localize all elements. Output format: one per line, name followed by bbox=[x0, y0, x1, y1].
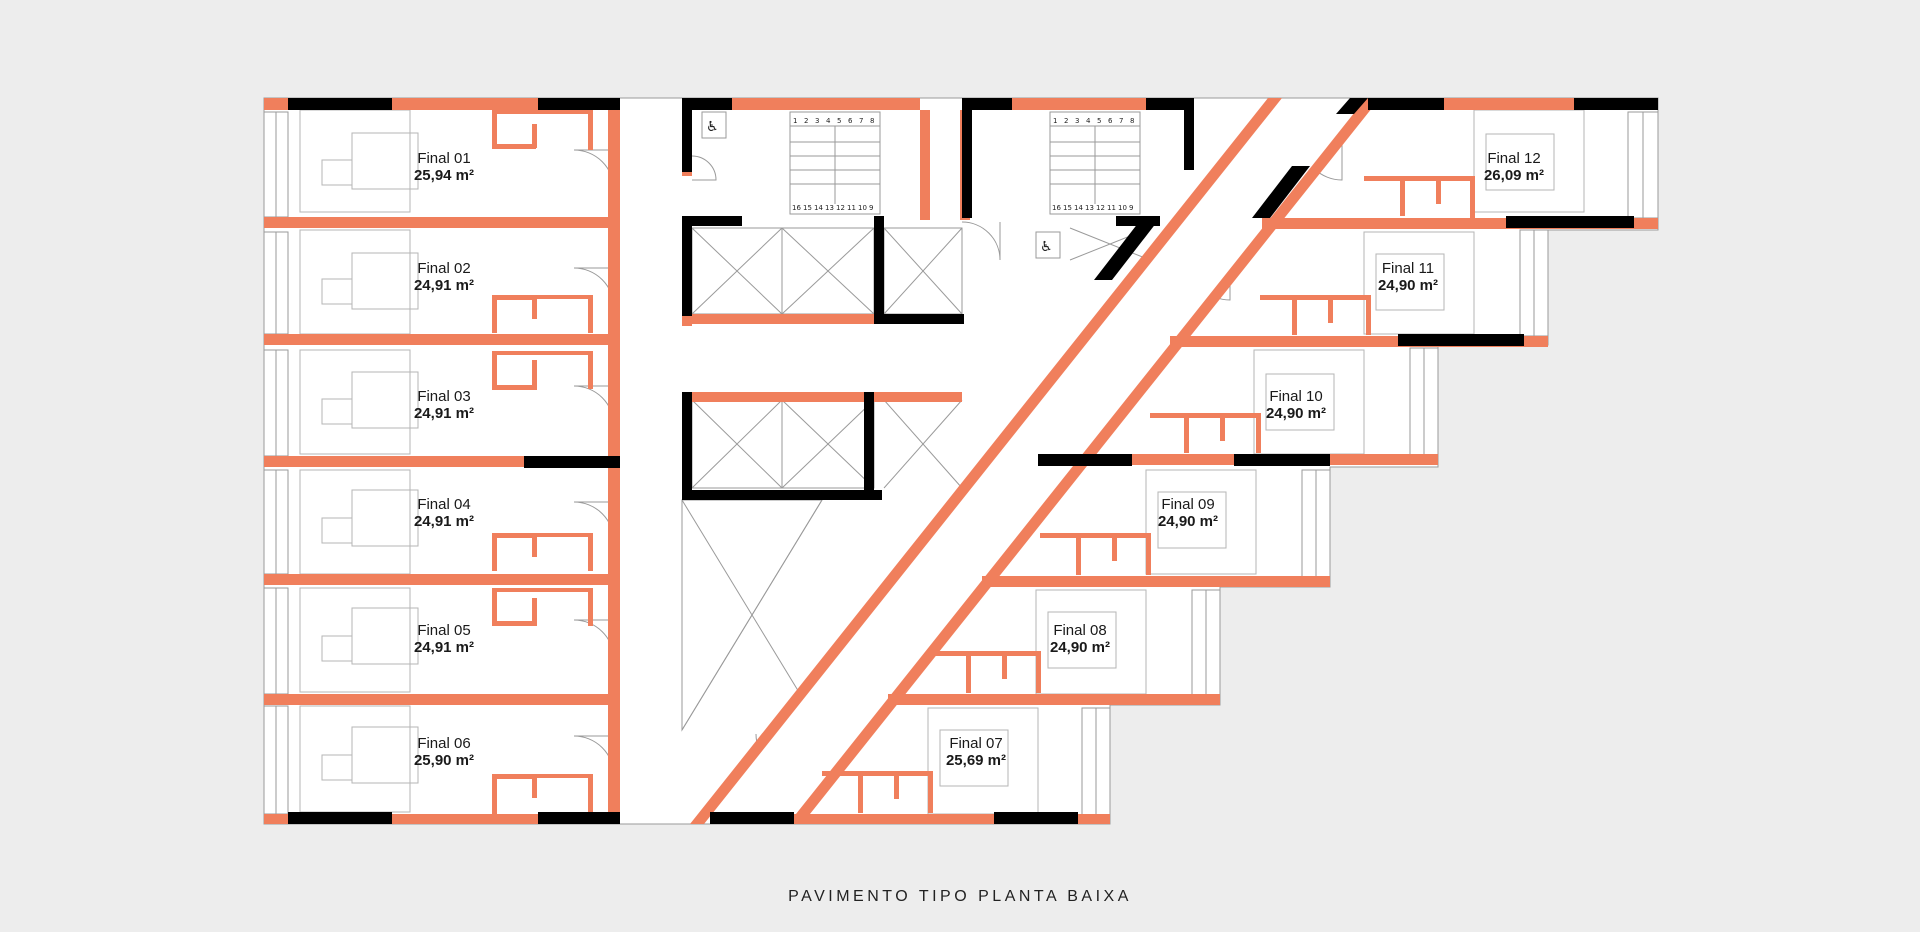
stair-step-number: 14 bbox=[814, 204, 823, 212]
stair-step-number: 8 bbox=[870, 117, 874, 125]
unit-area: 24,91 m² bbox=[414, 405, 474, 422]
stair-step-number: 10 bbox=[1118, 204, 1127, 212]
stair-step-number: 16 bbox=[792, 204, 801, 212]
unit-name: Final 12 bbox=[1487, 150, 1540, 167]
unit-name: Final 08 bbox=[1053, 622, 1106, 639]
unit-area: 25,69 m² bbox=[946, 752, 1006, 769]
stair-step-number: 7 bbox=[859, 117, 863, 125]
unit-area: 24,90 m² bbox=[1378, 277, 1438, 294]
stair-step-number: 16 bbox=[1052, 204, 1061, 212]
stair-step-number: 11 bbox=[847, 204, 856, 212]
unit-area: 24,91 m² bbox=[414, 277, 474, 294]
stair-step-number: 13 bbox=[825, 204, 834, 212]
unit-area: 26,09 m² bbox=[1484, 167, 1544, 184]
stair-step-number: 9 bbox=[1129, 204, 1133, 212]
stair-step-number: 4 bbox=[1086, 117, 1091, 125]
stair-core-1 bbox=[789, 111, 881, 215]
plan-caption: PAVIMENTO TIPO PLANTA BAIXA bbox=[788, 888, 1132, 905]
unit-area: 25,94 m² bbox=[414, 167, 474, 184]
stair-step-number: 2 bbox=[1064, 117, 1068, 125]
stair-step-number: 3 bbox=[815, 117, 819, 125]
west-unit-furniture bbox=[299, 109, 419, 813]
unit-area: 24,90 m² bbox=[1158, 513, 1218, 530]
east-unit-furniture bbox=[927, 109, 1585, 815]
stair-step-number: 6 bbox=[848, 117, 853, 125]
unit-name: Final 11 bbox=[1382, 260, 1434, 277]
unit-name: Final 06 bbox=[417, 735, 470, 752]
stair-step-number: 1 bbox=[1053, 117, 1057, 125]
stair-step-number: 7 bbox=[1119, 117, 1123, 125]
unit-name: Final 04 bbox=[417, 496, 470, 513]
unit-name: Final 07 bbox=[949, 735, 1002, 752]
unit-area: 24,91 m² bbox=[414, 639, 474, 656]
stair-step-number: 11 bbox=[1107, 204, 1116, 212]
stair-step-number: 4 bbox=[826, 117, 831, 125]
stair-step-number: 3 bbox=[1075, 117, 1079, 125]
stair-step-number: 2 bbox=[804, 117, 808, 125]
stair-step-number: 14 bbox=[1074, 204, 1083, 212]
stair-step-number: 15 bbox=[1063, 204, 1072, 212]
unit-name: Final 02 bbox=[417, 260, 470, 277]
stair-step-number: 12 bbox=[836, 204, 845, 212]
unit-name: Final 03 bbox=[417, 388, 470, 405]
wheelchair-icon: ♿ bbox=[706, 119, 719, 135]
unit-area: 25,90 m² bbox=[414, 752, 474, 769]
unit-name: Final 01 bbox=[417, 150, 470, 167]
stair-step-number: 9 bbox=[869, 204, 873, 212]
stair-step-number: 15 bbox=[803, 204, 812, 212]
structural-columns bbox=[288, 98, 1658, 824]
stair-step-number: 5 bbox=[837, 117, 841, 125]
unit-labels: Final 01 25,94 m² Final 02 24,91 m² Fina… bbox=[414, 150, 1544, 769]
stair-core-2 bbox=[1049, 111, 1141, 215]
stair-step-number: 12 bbox=[1096, 204, 1105, 212]
unit-area: 24,90 m² bbox=[1050, 639, 1110, 656]
unit-area: 24,90 m² bbox=[1266, 405, 1326, 422]
stair-step-number: 1 bbox=[793, 117, 797, 125]
unit-name: Final 10 bbox=[1269, 388, 1322, 405]
unit-area: 24,91 m² bbox=[414, 513, 474, 530]
stair-step-number: 5 bbox=[1097, 117, 1101, 125]
stair-step-number: 8 bbox=[1130, 117, 1134, 125]
stair-step-number: 13 bbox=[1085, 204, 1094, 212]
accessible-restroom-1: ♿ bbox=[701, 111, 727, 139]
unit-name: Final 05 bbox=[417, 622, 470, 639]
wheelchair-icon: ♿ bbox=[1040, 239, 1053, 255]
accessible-restroom-2: ♿ bbox=[1035, 231, 1061, 259]
stair-step-number: 6 bbox=[1108, 117, 1113, 125]
unit-name: Final 09 bbox=[1161, 496, 1214, 513]
stair-step-number: 10 bbox=[858, 204, 867, 212]
